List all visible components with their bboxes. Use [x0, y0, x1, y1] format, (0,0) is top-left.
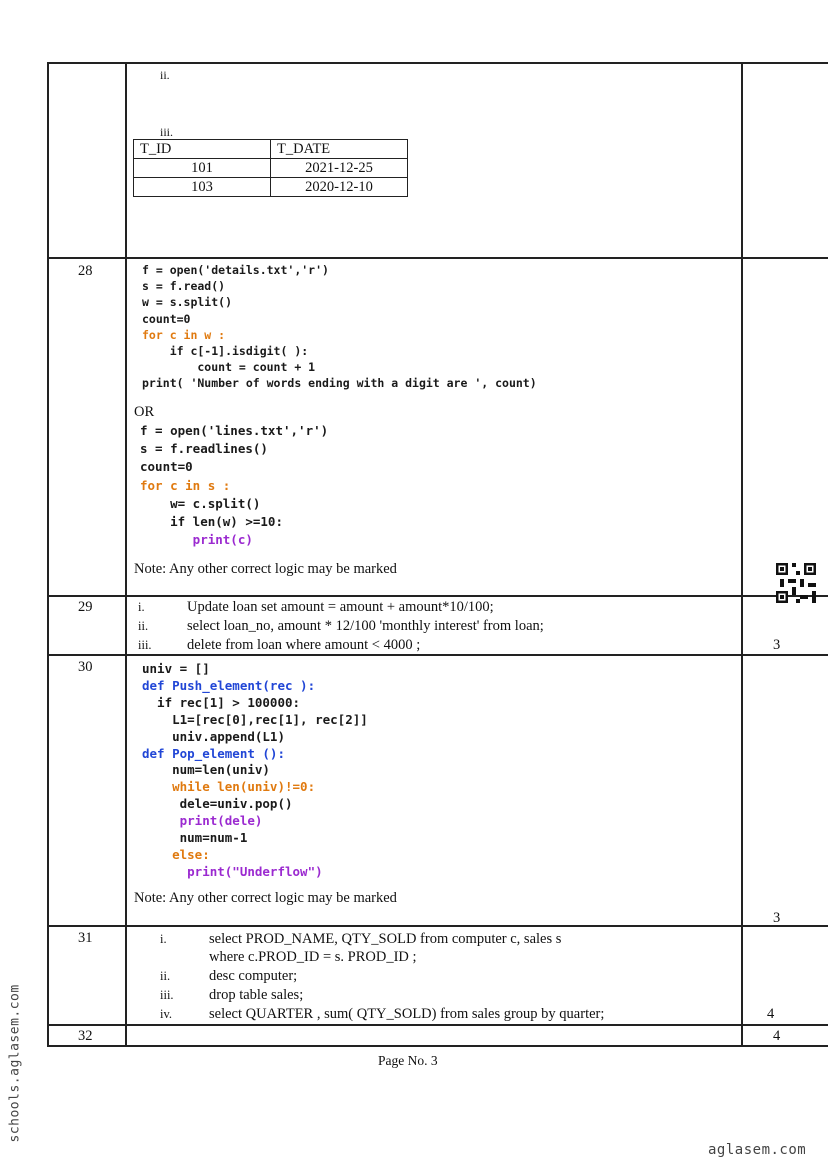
row-divider-29: [47, 595, 828, 597]
item-label: iii.: [160, 988, 174, 1002]
table-cell: 2020-12-10: [270, 177, 408, 197]
question-number: 30: [78, 659, 93, 675]
or-label: OR: [134, 404, 155, 420]
code-line: num=len(univ): [142, 762, 270, 778]
item-label: ii.: [160, 68, 170, 82]
marks: 3: [773, 637, 781, 653]
row-divider-28: [47, 257, 828, 259]
answer-text: Update loan set amount = amount + amount…: [187, 599, 494, 615]
code-line: print( 'Number of words ending with a di…: [142, 376, 537, 391]
answer-text: select loan_no, amount * 12/100 'monthly…: [187, 618, 544, 634]
code-line: if c[-1].isdigit( ):: [142, 344, 309, 359]
marks: 4: [767, 1006, 775, 1022]
code-line: else:: [142, 846, 210, 862]
code-line: count=0: [142, 311, 191, 326]
table-cell: 103: [133, 177, 271, 197]
code-line: univ = []: [142, 661, 210, 676]
table-header-cell: T_DATE: [270, 139, 408, 159]
note-text: Note: Any other correct logic may be mar…: [134, 890, 397, 906]
code-line: num=num-1: [142, 830, 248, 846]
code-line: L1=[rec[0],rec[1], rec[2]]: [142, 711, 368, 727]
column-divider-number: [125, 62, 127, 1046]
code-line: dele=univ.pop(): [142, 796, 293, 812]
table-cell: 2021-12-25: [270, 158, 408, 178]
answer-text: drop table sales;: [209, 987, 304, 1003]
item-label: ii.: [138, 619, 149, 633]
code-line: print(c): [140, 532, 253, 548]
code-line: def Push_element(rec ):: [142, 677, 316, 693]
column-divider-marks: [741, 62, 743, 1046]
code-block: f = open('details.txt','r') s = f.read()…: [142, 262, 537, 392]
code-line: count = count + 1: [142, 360, 316, 375]
item-label: iii.: [160, 125, 174, 139]
code-line: f = open('lines.txt','r'): [140, 423, 329, 438]
question-number: 28: [78, 263, 93, 279]
question-number: 32: [78, 1028, 93, 1044]
bottom-watermark: aglasem.com: [708, 1142, 807, 1158]
table-row: 101 2021-12-25: [133, 158, 408, 178]
page-number: Page No. 3: [378, 1053, 438, 1068]
item-label: ii.: [160, 969, 171, 983]
table-border-top: [47, 62, 828, 64]
code-line: for c in s :: [140, 477, 231, 493]
table-border-left: [47, 62, 49, 1046]
item-label: iv.: [160, 1007, 173, 1021]
answer-text: select PROD_NAME, QTY_SOLD from computer…: [209, 931, 562, 947]
row-divider-30: [47, 654, 828, 656]
item-label: i.: [138, 600, 145, 614]
answer-text: select QUARTER , sum( QTY_SOLD) from sal…: [209, 1006, 605, 1022]
code-line: count=0: [140, 459, 193, 475]
table-header-row: T_ID T_DATE: [133, 139, 408, 159]
code-line: def Pop_element ():: [142, 745, 285, 761]
code-line: s = f.readlines(): [140, 441, 268, 457]
code-line: print(dele): [142, 813, 263, 829]
code-line: if rec[1] > 100000:: [142, 694, 301, 710]
code-line: if len(w) >=10:: [140, 514, 283, 530]
result-table: T_ID T_DATE 101 2021-12-25 103 2020-12-1…: [133, 139, 408, 197]
question-number: 29: [78, 599, 93, 615]
code-line: univ.append(L1): [142, 728, 285, 744]
code-line: w= c.split(): [140, 495, 261, 511]
row-divider-31: [47, 925, 828, 927]
answer-text: delete from loan where amount < 4000 ;: [187, 637, 421, 653]
code-block: f = open('lines.txt','r') s = f.readline…: [140, 422, 328, 549]
item-label: iii.: [138, 638, 152, 652]
table-border-bottom: [47, 1045, 828, 1047]
answer-text: desc computer;: [209, 968, 298, 984]
item-label: i.: [160, 932, 167, 946]
code-line: print("Underflow"): [142, 863, 323, 879]
code-line: for c in w :: [142, 327, 226, 342]
code-block: univ = [] def Push_element(rec ): if rec…: [142, 661, 368, 881]
code-line: s = f.read(): [142, 279, 226, 294]
answer-text: where c.PROD_ID = s. PROD_ID ;: [209, 949, 417, 965]
marks: 4: [773, 1028, 781, 1044]
row-divider-32: [47, 1024, 828, 1026]
code-line: w = s.split(): [142, 295, 233, 310]
marks: 3: [773, 910, 781, 926]
qr-code-icon: [776, 563, 816, 603]
code-line: f = open('details.txt','r'): [142, 263, 329, 277]
note-text: Note: Any other correct logic may be mar…: [134, 561, 397, 577]
code-line: while len(univ)!=0:: [142, 779, 316, 795]
table-row: 103 2020-12-10: [133, 177, 408, 197]
table-header-cell: T_ID: [133, 139, 271, 159]
question-number: 31: [78, 930, 93, 946]
table-cell: 101: [133, 158, 271, 178]
side-watermark: schools.aglasem.com: [7, 984, 23, 1143]
